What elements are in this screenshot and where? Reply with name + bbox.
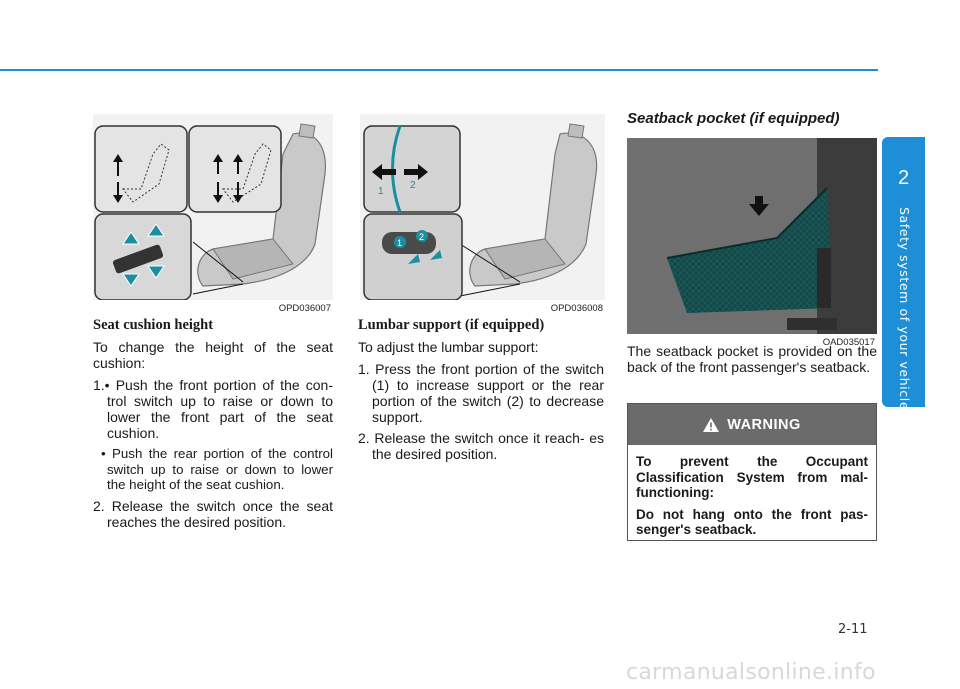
figure-code: OAD035017: [822, 337, 875, 348]
warning-triangle-icon: [703, 417, 720, 432]
figure-lumbar: 1 2 1 2 OPD036008: [360, 114, 605, 314]
lumbar-step-1: 1. Press the front portion of the switch…: [358, 361, 604, 425]
warning-body: To prevent the Occupant Classification S…: [636, 454, 868, 544]
svg-text:1: 1: [397, 238, 402, 248]
warning-box: WARNING To prevent the Occupant Classifi…: [627, 403, 877, 541]
svg-text:2: 2: [410, 180, 416, 191]
seat-cushion-step-2: 2. Release the switch once the seat reac…: [93, 497, 333, 530]
seat-cushion-step-1: 1.• Push the front portion of the con- t…: [93, 377, 333, 441]
top-rule: [0, 69, 878, 71]
seat-cushion-step-1b: • Push the rear portion of the control s…: [101, 446, 333, 492]
seat-cushion-illustration: [93, 114, 333, 300]
warning-text-1: To prevent the Occupant Classification S…: [636, 454, 868, 500]
lumbar-step-2: 2. Release the switch once it reach- es …: [358, 430, 604, 462]
warning-title: WARNING: [727, 416, 801, 433]
seatback-pocket-photo: [627, 138, 877, 334]
section-number: 2: [897, 167, 910, 189]
seat-cushion-section: Seat cushion height To change the height…: [93, 317, 333, 535]
figure-code: OPD036008: [550, 303, 603, 314]
page-number: 2-11: [838, 622, 868, 637]
pocket-heading: Seatback pocket (if equipped): [627, 110, 840, 127]
warning-header: WARNING: [628, 404, 876, 445]
figure-seat-cushion: OPD036007: [93, 114, 333, 314]
figure-code: OPD036007: [278, 303, 331, 314]
lumbar-illustration: 1 2 1 2: [360, 114, 605, 300]
lumbar-intro: To adjust the lumbar support:: [358, 339, 539, 355]
pocket-text: The seatback pocket is provided on the b…: [627, 343, 877, 375]
lumbar-section: Lumbar support (if equipped) To adjust t…: [358, 317, 604, 467]
lumbar-heading: Lumbar support (if equipped): [358, 317, 545, 333]
watermark[interactable]: carmanualsonline.info: [626, 660, 876, 685]
figure-seatback-pocket: OAD035017: [627, 138, 877, 348]
pocket-section: The seatback pocket is provided on the b…: [627, 343, 877, 381]
seat-cushion-heading: Seat cushion height: [93, 317, 214, 333]
section-title: Safety system of your vehicle: [897, 207, 912, 411]
seat-cushion-intro: To change the height of the seat cushion…: [93, 339, 333, 371]
svg-text:1: 1: [378, 186, 384, 197]
svg-text:2: 2: [419, 232, 424, 242]
section-tab[interactable]: 2 Safety system of your vehicle: [882, 137, 925, 411]
warning-text-2: Do not hang onto the front pas- senger's…: [636, 506, 868, 538]
